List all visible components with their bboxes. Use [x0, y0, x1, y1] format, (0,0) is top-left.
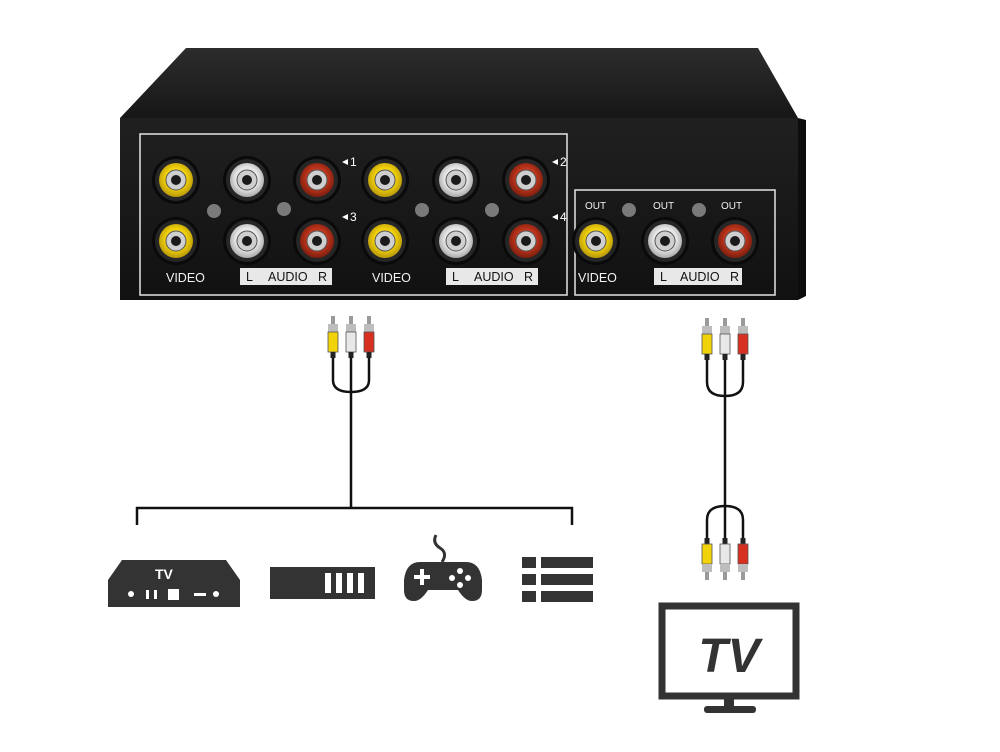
input-markers: 1 2 3 4: [342, 155, 567, 224]
jack-grid: [152, 156, 759, 265]
video-jack: [152, 156, 200, 204]
marker-arrow-icon: [342, 159, 348, 165]
audio-right-plug: [737, 318, 749, 360]
output-video-jack: [572, 217, 620, 265]
audio-left-plug: [345, 316, 357, 358]
audio-left-label: L: [246, 270, 253, 284]
output-rca-plugs: [701, 318, 749, 580]
game-controller-icon: [404, 534, 482, 601]
input-marker-1: 1: [350, 155, 357, 169]
out-label: OUT: [585, 201, 606, 212]
indicator-leds: [207, 202, 706, 218]
marker-arrow-icon: [552, 159, 558, 165]
audio-left-jack: [432, 217, 480, 265]
output-audio-right-jack: [711, 217, 759, 265]
video-label: VIDEO: [372, 271, 411, 285]
out-label: OUT: [653, 201, 674, 212]
indicator-led: [277, 202, 291, 216]
indicator-led: [207, 204, 221, 218]
input-marker-3: 3: [350, 210, 357, 224]
audio-right-plug: [363, 316, 375, 358]
video-plug: [701, 538, 713, 580]
output-audio-left-jack: [641, 217, 689, 265]
audio-left-jack: [223, 156, 271, 204]
marker-arrow-icon: [342, 214, 348, 220]
audio-label: AUDIO: [474, 270, 514, 284]
dvd-player-icon: [270, 567, 375, 599]
indicator-led: [415, 203, 429, 217]
switch-side-panel: [798, 118, 806, 300]
audio-label-box: [240, 268, 332, 285]
audio-label-box: [654, 268, 742, 285]
audio-label: AUDIO: [268, 270, 308, 284]
input-cable: [135, 355, 574, 525]
audio-right-label: R: [318, 270, 327, 284]
marker-arrow-icon: [552, 214, 558, 220]
audio-left-label: L: [660, 270, 667, 284]
audio-right-jack: [502, 217, 550, 265]
video-jack: [361, 156, 409, 204]
audio-right-label: R: [730, 270, 739, 284]
out-label: OUT: [721, 201, 742, 212]
video-label: VIDEO: [166, 271, 205, 285]
tv-box-label: TV: [155, 566, 174, 582]
input-panel-frame: [139, 133, 568, 296]
video-plug: [701, 318, 713, 360]
audio-left-jack: [223, 217, 271, 265]
input-marker-2: 2: [560, 155, 567, 169]
audio-left-label: L: [452, 270, 459, 284]
output-cable: [705, 358, 745, 540]
audio-right-jack: [293, 217, 341, 265]
tv-display-icon: TV: [658, 602, 800, 713]
video-label: VIDEO: [578, 271, 617, 285]
indicator-led: [485, 203, 499, 217]
audio-left-jack: [432, 156, 480, 204]
audio-label-box: [446, 268, 538, 285]
tv-box-icon: TV: [108, 560, 240, 607]
indicator-led: [622, 203, 636, 217]
audio-left-plug: [719, 538, 731, 580]
audio-label: AUDIO: [680, 270, 720, 284]
input-marker-4: 4: [560, 210, 567, 224]
audio-right-jack: [293, 156, 341, 204]
switch-top-panel: [120, 48, 798, 118]
video-plug: [327, 316, 339, 358]
input-rca-plugs: [327, 316, 375, 358]
video-jack: [361, 217, 409, 265]
tv-label: TV: [698, 630, 763, 683]
audio-right-label: R: [524, 270, 533, 284]
video-jack: [152, 217, 200, 265]
audio-right-jack: [502, 156, 550, 204]
list-menu-icon: [522, 557, 593, 602]
audio-left-plug: [719, 318, 731, 360]
indicator-led: [692, 203, 706, 217]
audio-right-plug: [737, 538, 749, 580]
